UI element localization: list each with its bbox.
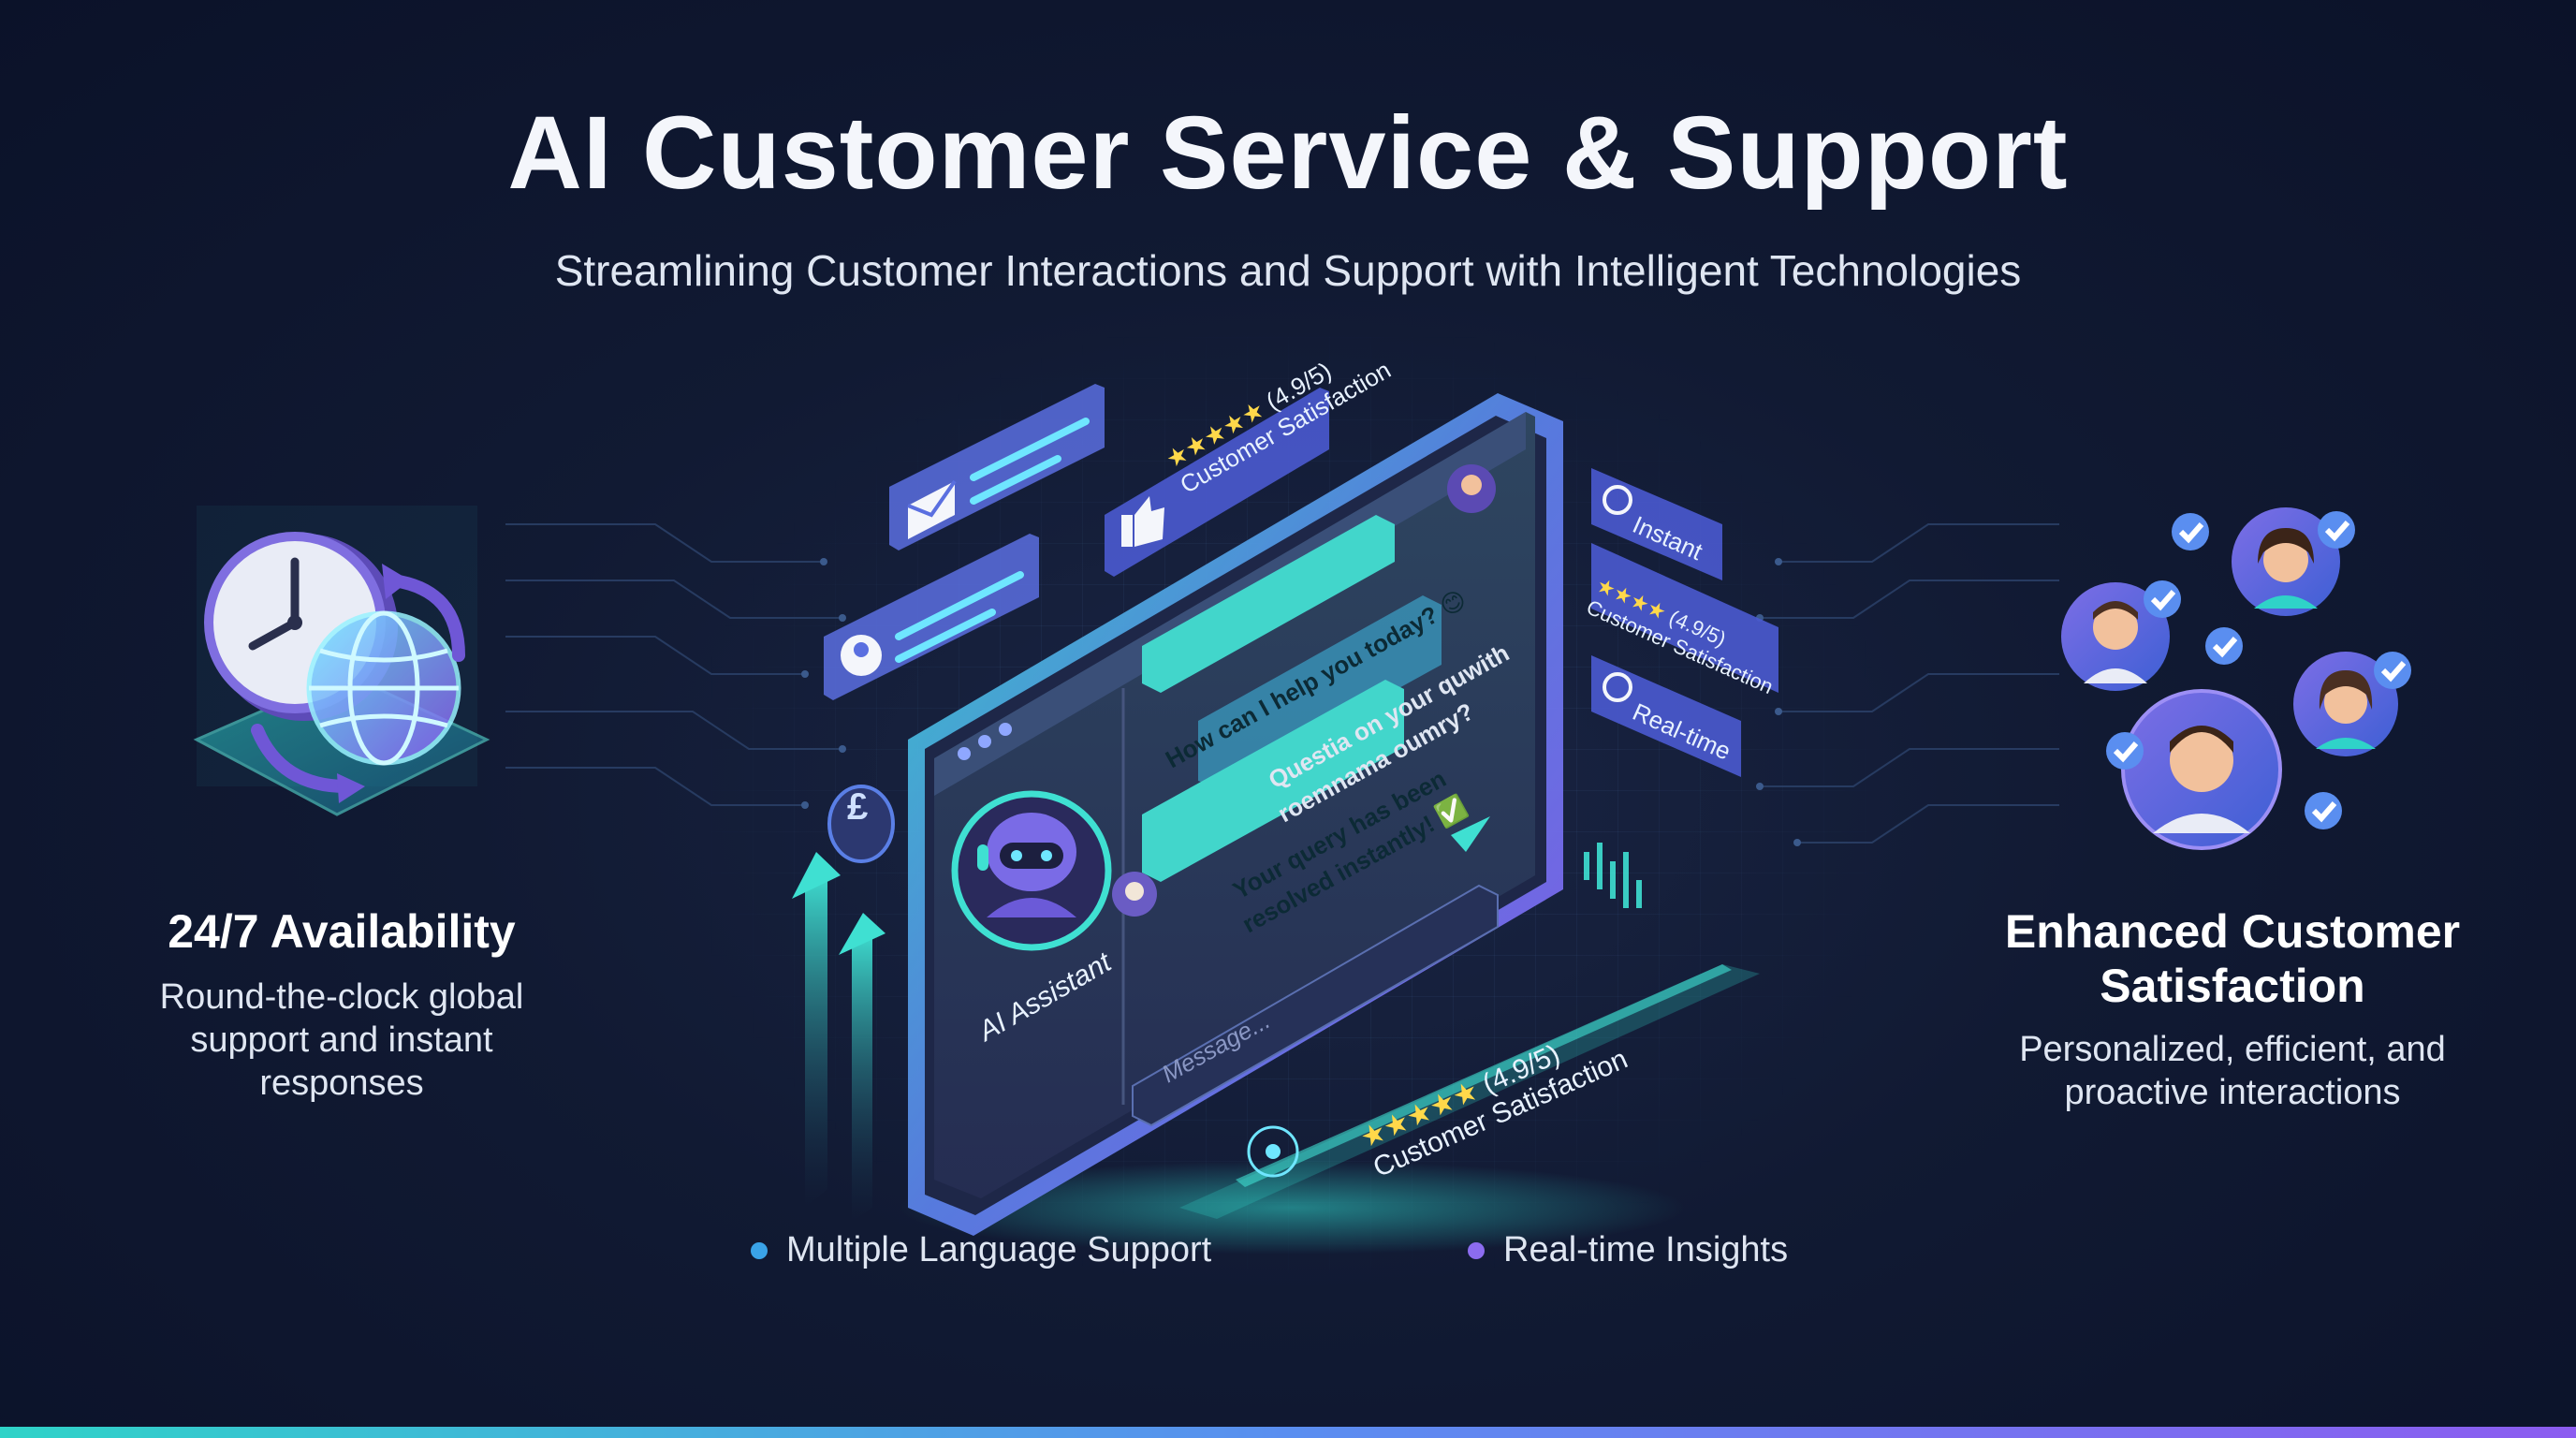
page-subtitle: Streamlining Customer Interactions and S… xyxy=(554,246,2022,295)
floating-cards-left xyxy=(824,384,1105,700)
clock-icon xyxy=(1603,485,1632,515)
availability-illustration xyxy=(193,506,490,816)
checkmark-icon xyxy=(2106,732,2144,770)
bullet-realtime-insights: Real-time Insights xyxy=(1468,1230,1788,1270)
satisfaction-title-line: Satisfaction xyxy=(2100,960,2365,1012)
checkmark-icon xyxy=(2172,513,2209,550)
availability-title: 24/7 Availability xyxy=(168,905,516,958)
rating-card-top-bg xyxy=(1105,388,1329,577)
growth-arrows-icon xyxy=(792,852,886,1222)
bullet-label: Multiple Language Support xyxy=(786,1230,1212,1269)
currency-symbol: £ xyxy=(847,786,869,828)
ai-brain-icon xyxy=(1247,1125,1299,1178)
customer-avatar-icon xyxy=(2232,507,2340,616)
page-title: AI Customer Service & Support xyxy=(507,95,2069,211)
customer-avatar-icon xyxy=(2121,689,2282,850)
profile-card xyxy=(824,534,1039,700)
customer-avatar-icon xyxy=(2061,582,2170,691)
satisfaction-illustration xyxy=(2061,507,2411,850)
send-icon xyxy=(1451,816,1490,852)
availability-desc-line: responses xyxy=(259,1064,424,1103)
bar-chart-icon xyxy=(1584,843,1642,908)
satisfaction-title: Enhanced Customer Satisfaction xyxy=(1994,904,2471,1013)
availability-desc-line: support and instant xyxy=(190,1020,493,1060)
bullet-dot xyxy=(751,1241,768,1259)
clock-icon xyxy=(1603,672,1632,702)
bullet-dot xyxy=(1468,1241,1485,1259)
availability-desc-line: Round-the-clock global xyxy=(159,977,524,1017)
checkmark-icon xyxy=(2144,580,2181,618)
user-icon xyxy=(841,635,882,676)
checkmark-icon xyxy=(2205,627,2243,665)
robot-avatar-icon xyxy=(951,790,1112,951)
satisfaction-desc-line: proactive interactions xyxy=(2064,1073,2401,1112)
currency-coin-icon xyxy=(827,785,895,863)
checkmark-icon xyxy=(2318,511,2355,549)
bullet-language-support: Multiple Language Support xyxy=(751,1230,1211,1270)
customer-avatar-icon xyxy=(2293,652,2398,756)
availability-description: Round-the-clock global support and insta… xyxy=(103,976,580,1105)
bullet-label: Real-time Insights xyxy=(1503,1230,1789,1269)
checkmark-icon xyxy=(2374,652,2411,689)
mail-card xyxy=(889,384,1105,550)
checkmark-icon xyxy=(2305,792,2342,829)
floating-badges-right xyxy=(1591,468,1778,777)
bottom-accent-bar xyxy=(0,1427,2576,1438)
satisfaction-desc-line: Personalized, efficient, and xyxy=(2019,1030,2446,1069)
chat-device-illustration xyxy=(792,393,1760,1255)
mail-icon xyxy=(907,479,957,539)
thumbs-up-icon xyxy=(1121,496,1164,547)
satisfaction-title-line: Enhanced Customer xyxy=(2004,905,2461,958)
refresh-arrows-icon xyxy=(251,574,465,793)
globe-icon xyxy=(306,610,461,766)
satisfaction-description: Personalized, efficient, and proactive i… xyxy=(1994,1028,2471,1114)
